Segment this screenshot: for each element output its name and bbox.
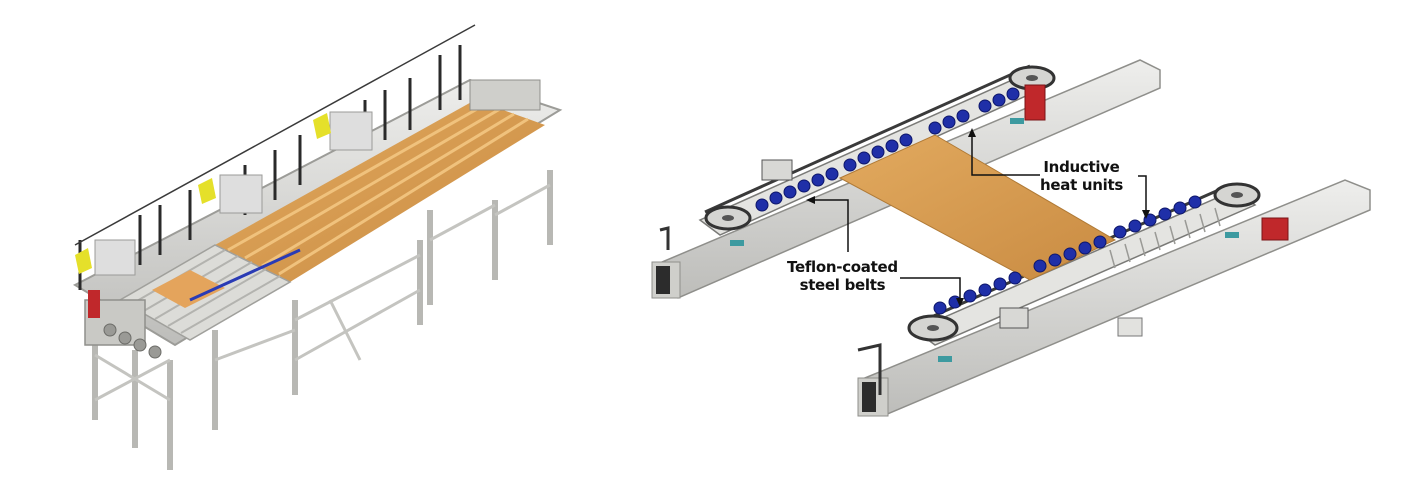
teal-brackets [730,118,1239,362]
red-motor-rear [1024,84,1046,121]
rear-beam-end-left-dark [656,266,670,294]
rear-end-unit [469,79,541,111]
heat-units-leader-left [971,135,1040,176]
heat-units-callout-line2: heat units [1040,176,1123,194]
sensor-arm-front [857,343,882,395]
belts-leader-bottom [900,277,961,300]
front-beam-end-left-dark [862,382,876,412]
drum-wheel-front-right [1213,182,1261,208]
heat-units-rear [755,87,1020,212]
wood-panel [838,134,1117,281]
wood-stripes [227,102,529,276]
gear-wheels [103,323,162,359]
rear-belt-dark [704,64,1031,214]
left-conveyor-machine [72,24,563,470]
control-box-rear [761,159,793,181]
wood-panel-on-rollers [152,270,225,308]
comb-teeth [1109,207,1221,269]
right-press-machine [651,59,1371,417]
heat-units-front [933,195,1202,315]
control-box-front [999,307,1029,329]
belts-callout-line2: steel belts [799,276,886,294]
belts-callout: Teflon-coated steel belts [787,258,898,294]
callout-arrowheads [806,128,1150,307]
heater-box-3 [313,111,373,151]
top-railing [74,24,476,246]
heat-units-callout: Inductive heat units [1040,158,1123,194]
sensor-arm-rear [659,226,670,250]
junction-box [1117,317,1143,337]
heater-box-1 [75,239,136,276]
drum-wheel-rear-left [704,205,752,231]
heat-units-leader-right [1138,175,1147,212]
red-motor-front [1261,217,1289,241]
callout-lines [812,135,1147,300]
drum-wheel-front-left [907,314,959,342]
railing-posts [78,45,462,290]
blue-guide-strip [189,248,301,302]
belts-callout-line1: Teflon-coated [787,258,898,276]
red-motor-left [88,290,100,318]
heater-box-2 [198,174,263,214]
belts-leader-top [812,199,849,252]
heat-units-callout-line1: Inductive [1043,158,1120,176]
cross-bracing [94,183,551,402]
